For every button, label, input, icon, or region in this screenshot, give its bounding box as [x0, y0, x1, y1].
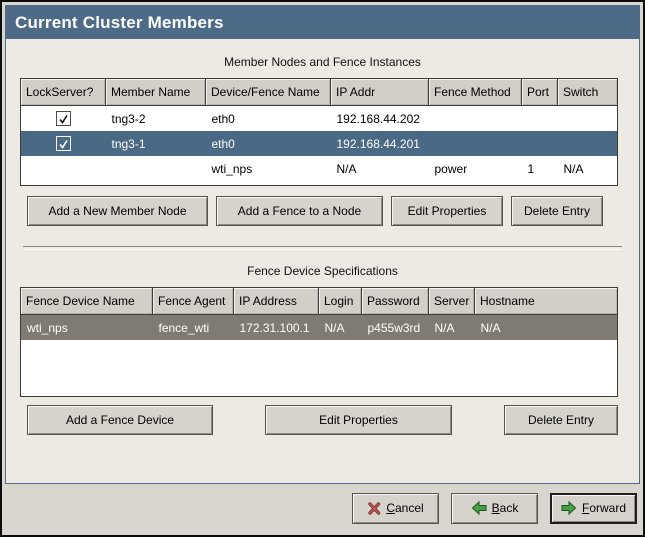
col-port[interactable]: Port: [521, 78, 558, 106]
col-fence-method[interactable]: Fence Method: [428, 78, 522, 106]
back-button[interactable]: Back: [451, 492, 538, 524]
cancel-label: Cancel: [386, 501, 424, 515]
edit-properties-button[interactable]: Edit Properties: [391, 196, 503, 226]
add-fence-device-button[interactable]: Add a Fence Device: [27, 405, 213, 435]
col-ip-addr[interactable]: IP Addr: [330, 78, 429, 106]
cell-member-name: [106, 156, 206, 181]
cell-switch: [558, 131, 618, 156]
add-member-node-button[interactable]: Add a New Member Node: [27, 196, 208, 226]
table-row[interactable]: tng3-2 eth0 192.168.44.202: [21, 106, 618, 132]
table-filler: [21, 340, 618, 397]
member-table-header-row: LockServer? Member Name Device/Fence Nam…: [20, 78, 618, 106]
cell-login: N/A: [324, 320, 345, 335]
cancel-button[interactable]: Cancel: [352, 492, 439, 524]
cell-device-fence-name: eth0: [211, 136, 235, 151]
cell-fence-method: [429, 106, 522, 132]
cell-password: p455w3rd: [367, 320, 421, 335]
cell-member-name: tng3-1: [111, 136, 146, 151]
col-password[interactable]: Password: [361, 287, 429, 315]
col-device-fence-name[interactable]: Device/Fence Name: [205, 78, 331, 106]
col-hostname[interactable]: Hostname: [474, 287, 618, 315]
cell-member-name: tng3-2: [111, 111, 146, 126]
cell-ip-address: 172.31.100.1: [239, 320, 310, 335]
cell-ip-addr: 192.168.44.202: [336, 111, 420, 126]
col-fence-device-name[interactable]: Fence Device Name: [20, 287, 153, 315]
table-filler: [21, 181, 618, 186]
table-row-selected[interactable]: wti_nps fence_wti 172.31.100.1 N/A p455w…: [20, 314, 618, 340]
cell-port: 1: [527, 161, 535, 176]
section-separator: [23, 246, 622, 250]
delete-entry-button[interactable]: Delete Entry: [504, 405, 618, 435]
cell-port: [522, 106, 558, 132]
fence-section-title: Fence Device Specifications: [247, 264, 398, 278]
cell-server: N/A: [434, 320, 455, 335]
col-server[interactable]: Server: [428, 287, 475, 315]
fence-devices-table: Fence Device Name Fence Agent IP Address…: [20, 287, 618, 397]
edit-properties-button[interactable]: Edit Properties: [265, 405, 452, 435]
cell-switch: N/A: [563, 161, 584, 176]
back-label: Back: [491, 501, 519, 515]
back-arrow-icon: [471, 501, 487, 515]
cell-fence-method: [429, 131, 522, 156]
fence-button-row: Add a Fence Device Edit Properties Delet…: [20, 405, 625, 435]
fence-table-header-row: Fence Device Name Fence Agent IP Address…: [20, 287, 618, 315]
table-row[interactable]: wti_nps N/A power 1 N/A: [21, 156, 618, 181]
lockserver-checkbox[interactable]: [55, 136, 71, 152]
cancel-x-icon: [367, 501, 381, 515]
cell-device-fence-name: wti_nps: [211, 161, 253, 176]
col-lockserver[interactable]: LockServer?: [20, 78, 106, 106]
forward-button[interactable]: Forward: [550, 492, 637, 524]
cell-ip-addr: N/A: [336, 161, 357, 176]
wizard-footer: Cancel Back Forward: [5, 484, 640, 532]
cell-fence-method: power: [434, 161, 468, 176]
delete-entry-button[interactable]: Delete Entry: [511, 196, 603, 226]
cell-port: [522, 131, 558, 156]
cell-fence-device-name: wti_nps: [27, 320, 68, 335]
cell-hostname: N/A: [480, 320, 501, 335]
col-login[interactable]: Login: [318, 287, 362, 315]
col-member-name[interactable]: Member Name: [105, 78, 206, 106]
lockserver-checkbox[interactable]: [55, 111, 71, 127]
forward-label: Forward: [581, 501, 627, 515]
member-section-title: Member Nodes and Fence Instances: [224, 55, 421, 69]
content-panel: Member Nodes and Fence Instances LockSer…: [6, 39, 639, 483]
cell-switch: [558, 106, 618, 132]
cell-device-fence-name: eth0: [211, 111, 235, 126]
add-fence-to-node-button[interactable]: Add a Fence to a Node: [216, 196, 383, 226]
cell-ip-addr: 192.168.44.201: [336, 136, 420, 151]
col-ip-address[interactable]: IP Address: [233, 287, 319, 315]
col-fence-agent[interactable]: Fence Agent: [152, 287, 234, 315]
content-frame: Current Cluster Members Member Nodes and…: [5, 5, 640, 484]
forward-arrow-icon: [561, 501, 577, 515]
col-switch[interactable]: Switch: [557, 78, 618, 106]
cell-fence-agent: fence_wti: [158, 320, 210, 335]
member-nodes-table: LockServer? Member Name Device/Fence Nam…: [20, 78, 618, 186]
page-title: Current Cluster Members: [6, 6, 639, 39]
member-button-row: Add a New Member Node Add a Fence to a N…: [20, 196, 625, 226]
table-row-selected[interactable]: tng3-1 eth0 192.168.44.201: [20, 131, 618, 156]
